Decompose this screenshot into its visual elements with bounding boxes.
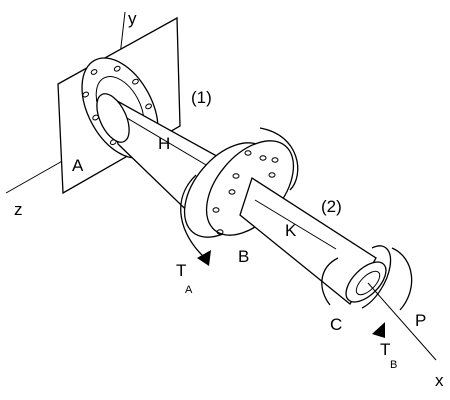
- label-segment-1: (1): [191, 88, 212, 107]
- label-h: H: [158, 134, 170, 153]
- bolt-hole: [90, 69, 98, 75]
- free-end-outline: [361, 245, 392, 309]
- bolt-hole: [268, 172, 276, 178]
- label-b: B: [238, 247, 249, 266]
- bolt-hole: [145, 103, 152, 110]
- label-y: y: [128, 9, 137, 28]
- torque-b-arrowhead: [372, 322, 385, 338]
- label-z: z: [14, 200, 23, 219]
- label-torque-b: T: [380, 340, 390, 359]
- bolt-hole: [259, 155, 267, 161]
- bolt-hole: [212, 207, 220, 213]
- shaft-segment-2: [239, 176, 377, 305]
- x-axis: [367, 282, 437, 361]
- torque-b-arc-upper: [391, 247, 413, 311]
- bolt-hole: [271, 157, 279, 163]
- bolt-hole: [113, 65, 121, 72]
- torque-a-arc-upper: [259, 127, 299, 191]
- torque-a-arc-lower: [180, 174, 206, 259]
- centerline-2: [254, 199, 337, 250]
- label-k: K: [285, 221, 297, 240]
- label-a: A: [72, 156, 84, 175]
- label-p: P: [415, 311, 426, 330]
- bolt-hole: [216, 229, 224, 235]
- label-segment-2: (2): [321, 197, 342, 216]
- bolt-hole: [228, 189, 236, 195]
- bolt-hole: [244, 150, 252, 156]
- label-c: C: [330, 315, 342, 334]
- torque-b-arc-lower: [321, 257, 339, 306]
- shaft-1-end: [96, 93, 130, 143]
- bolt-hole: [232, 173, 240, 179]
- label-torque-a-subscript: A: [185, 284, 193, 296]
- torque-a-arrowhead: [197, 250, 211, 266]
- bolt-hole: [132, 78, 139, 85]
- label-x: x: [435, 371, 444, 390]
- label-torque-a: T: [176, 261, 186, 280]
- label-torque-b-subscript: B: [390, 359, 397, 371]
- bolt-hole: [82, 91, 90, 98]
